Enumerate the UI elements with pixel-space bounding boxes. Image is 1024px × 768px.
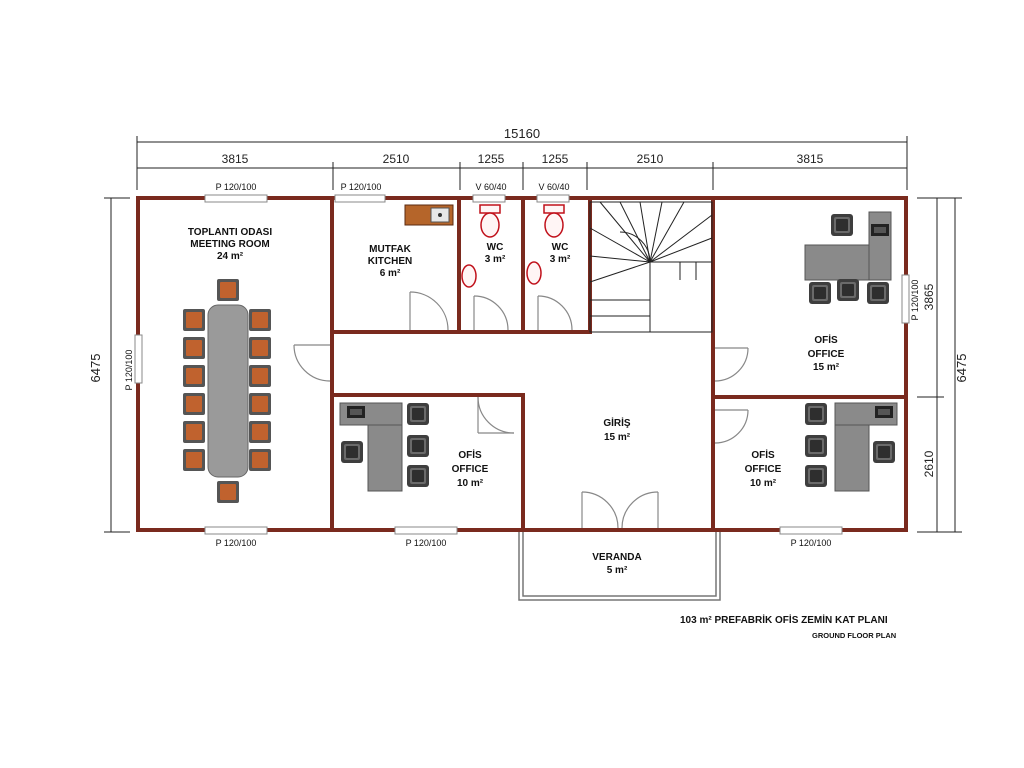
window-label-bottom-left: P 120/100 [216,538,257,548]
staircase [589,201,713,333]
dim-top-3: 1255 [478,152,505,166]
room-kitchen-area: 6 m² [380,268,401,279]
dim-top-5: 2510 [637,152,664,166]
dim-left: 6475 [88,354,103,383]
window-label-left: P 120/100 [124,350,134,391]
office-desk-bottom-right [805,402,898,492]
room-entrance-area: 15 m² [604,432,631,443]
room-office-tr-area: 15 m² [813,362,840,373]
room-entrance-name: GİRİŞ [603,416,631,429]
dimension-lines [104,136,962,533]
room-wc2-area: 3 m² [550,254,571,265]
room-office-bl-name-tr: OFİS [458,448,482,461]
room-wc2-name: WC [552,242,569,253]
window-label-bottom-mid: P 120/100 [406,538,447,548]
window-label-wc1-top: V 60/40 [475,182,506,192]
office-desk-bottom-left [339,402,429,492]
room-office-tr-name-en: OFFICE [808,349,845,360]
room-wc1-name: WC [487,242,504,253]
room-office-tr-name-tr: OFİS [814,333,838,346]
wc-fixtures [461,204,565,288]
window-label-kitchen-top: P 120/100 [341,182,382,192]
window-openings [134,194,910,535]
room-meeting-area: 24 m² [217,251,244,262]
room-veranda-area: 5 m² [607,565,628,576]
window-label-meeting-top: P 120/100 [216,182,257,192]
room-kitchen-name-en: KITCHEN [368,256,412,267]
window-label-bottom-right: P 120/100 [791,538,832,548]
room-veranda-name: VERANDA [592,552,641,563]
dim-top-4: 1255 [542,152,569,166]
room-office-br-area: 10 m² [750,478,777,489]
kitchen-sink-counter [404,204,454,226]
plan-title: 103 m² PREFABRİK OFİS ZEMİN KAT PLANI [680,613,888,626]
overall-width-label: 15160 [504,126,540,141]
room-kitchen-name-tr: MUTFAK [369,244,411,255]
window-label-right: P 120/100 [910,280,920,321]
dim-right-lower: 2610 [922,450,936,477]
room-office-bl-area: 10 m² [457,478,484,489]
window-label-wc2-top: V 60/40 [538,182,569,192]
dim-right-upper: 3865 [922,283,936,310]
room-office-br-name-en: OFFICE [745,464,782,475]
room-meeting-name-en: MEETING ROOM [190,239,269,250]
plan-subtitle: GROUND FLOOR PLAN [812,631,896,640]
meeting-table-set [183,279,271,503]
dim-right-total: 6475 [954,354,969,383]
dim-top-2: 2510 [383,152,410,166]
veranda-railing [518,530,721,601]
office-desk-top-right [804,211,892,304]
dim-top-1: 3815 [222,152,249,166]
room-office-bl-name-en: OFFICE [452,464,489,475]
room-meeting-name-tr: TOPLANTI ODASI [188,227,272,238]
room-wc1-area: 3 m² [485,254,506,265]
dim-top-6: 3815 [797,152,824,166]
doors [293,291,749,529]
room-office-br-name-tr: OFİS [751,448,775,461]
